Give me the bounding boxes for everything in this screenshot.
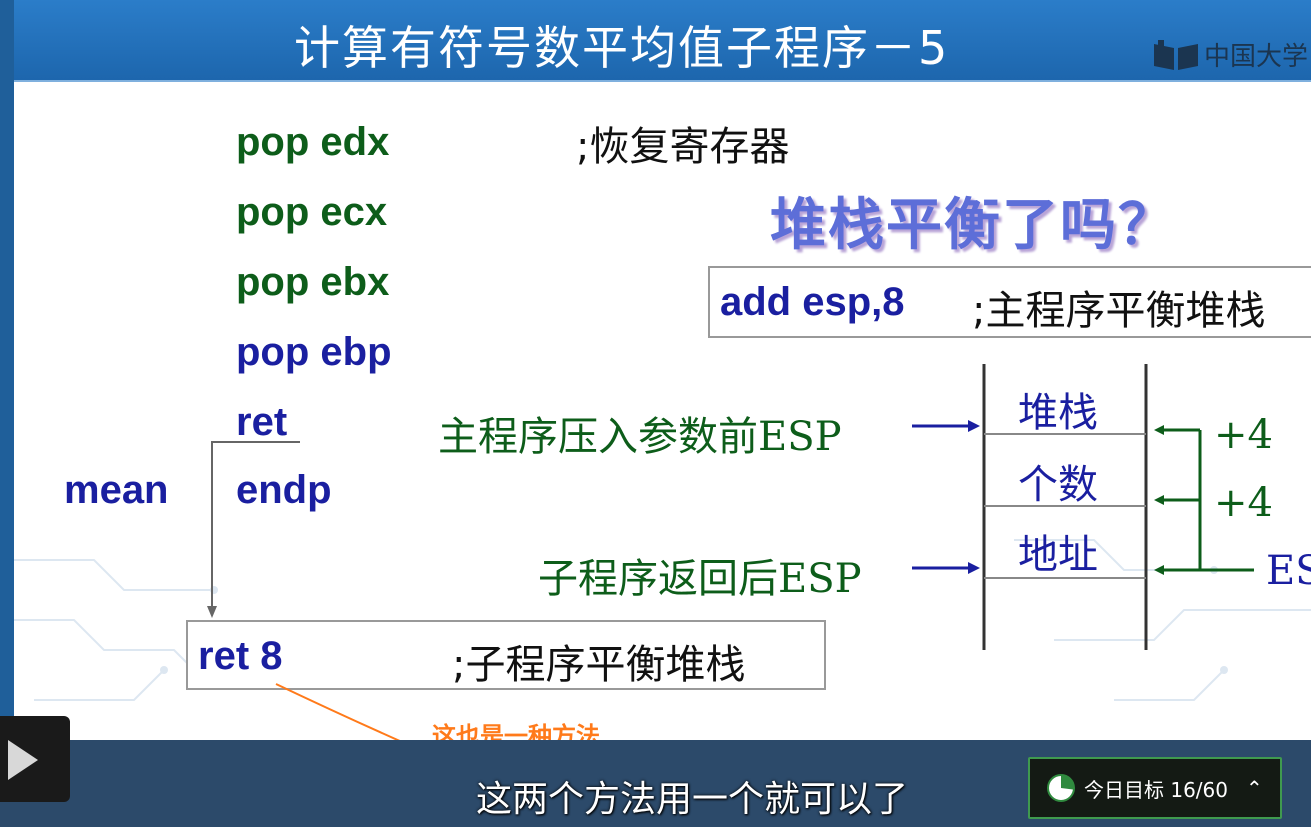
question-heading: 堆栈平衡了吗？ bbox=[770, 192, 1176, 258]
stack-cell-stack: 堆栈 bbox=[1018, 390, 1098, 436]
label-esp-before-push: 主程序压入参数前ESP bbox=[438, 414, 842, 460]
annotation-also-a-method: 这也是一种方法 bbox=[432, 722, 600, 740]
slide-title: 计算有符号数平均值子程序－5 bbox=[294, 21, 950, 75]
proc-name-mean: mean bbox=[64, 468, 169, 512]
code-line-ret: ret bbox=[236, 400, 288, 444]
code-line-pop-ebp: pop ebp bbox=[236, 330, 392, 374]
offset-plus-4-second: +4 bbox=[1214, 480, 1273, 526]
comment-restore-registers: ;恢复寄存器 bbox=[576, 124, 790, 170]
progress-pie-icon bbox=[1047, 774, 1075, 802]
title-bar: 计算有符号数平均值子程序－5 中国大学 bbox=[14, 0, 1311, 82]
chevron-up-icon[interactable]: ⌃ bbox=[1246, 776, 1263, 800]
daily-goal-label: 今日目标 16/60 bbox=[1084, 777, 1228, 802]
code-line-pop-ecx: pop ecx bbox=[236, 190, 388, 234]
add-esp-comment: ;主程序平衡堆栈 bbox=[972, 288, 1266, 334]
ret-8-box: ret 8 ;子程序平衡堆栈 bbox=[186, 620, 826, 690]
stack-cell-address: 地址 bbox=[1018, 532, 1098, 578]
video-subtitle: 这两个方法用一个就可以了 bbox=[476, 779, 909, 820]
logo-book-icon bbox=[1154, 39, 1198, 70]
daily-goal-widget[interactable]: 今日目标 16/60 ⌃ bbox=[1028, 757, 1282, 819]
code-line-pop-ebx: pop ebx bbox=[236, 260, 390, 304]
offset-plus-4-first: +4 bbox=[1214, 412, 1273, 458]
university-logo: 中国大学 bbox=[1152, 36, 1308, 73]
ret-8-comment: ;子程序平衡堆栈 bbox=[452, 642, 746, 688]
esp-label: ESP bbox=[1266, 548, 1311, 594]
logo-text: 中国大学 bbox=[1204, 42, 1309, 72]
code-line-endp: endp bbox=[236, 468, 332, 512]
stack-cell-count: 个数 bbox=[1018, 462, 1098, 508]
code-line-pop-edx: pop edx bbox=[236, 120, 390, 164]
add-esp-box: add esp,8 ;主程序平衡堆栈 bbox=[708, 266, 1311, 338]
ret-8-code: ret 8 bbox=[198, 634, 283, 678]
play-icon bbox=[8, 740, 38, 780]
label-esp-after-return: 子程序返回后ESP bbox=[538, 556, 862, 602]
slide: 计算有符号数平均值子程序－5 中国大学 pop edx ;恢复寄存器 pop e… bbox=[14, 0, 1311, 740]
add-esp-code: add esp,8 bbox=[720, 280, 905, 324]
play-button[interactable] bbox=[0, 716, 70, 802]
